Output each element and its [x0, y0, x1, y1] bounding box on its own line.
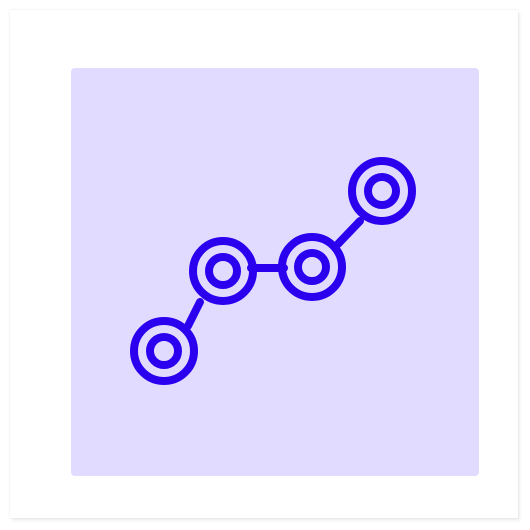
node-1-inner: [146, 333, 182, 369]
node-2-inner: [205, 253, 241, 289]
connector-1: [184, 298, 204, 330]
node-2-outer: [189, 237, 257, 305]
node-3-inner: [294, 249, 330, 285]
line-chart-nodes-icon: [130, 157, 416, 385]
node-1-outer: [130, 317, 198, 385]
node-4-inner: [364, 173, 400, 209]
node-4-outer: [348, 157, 416, 225]
node-3-outer: [278, 233, 346, 301]
icon-tile: [71, 68, 479, 476]
connector-3: [334, 217, 364, 248]
icon-card: [10, 10, 518, 518]
